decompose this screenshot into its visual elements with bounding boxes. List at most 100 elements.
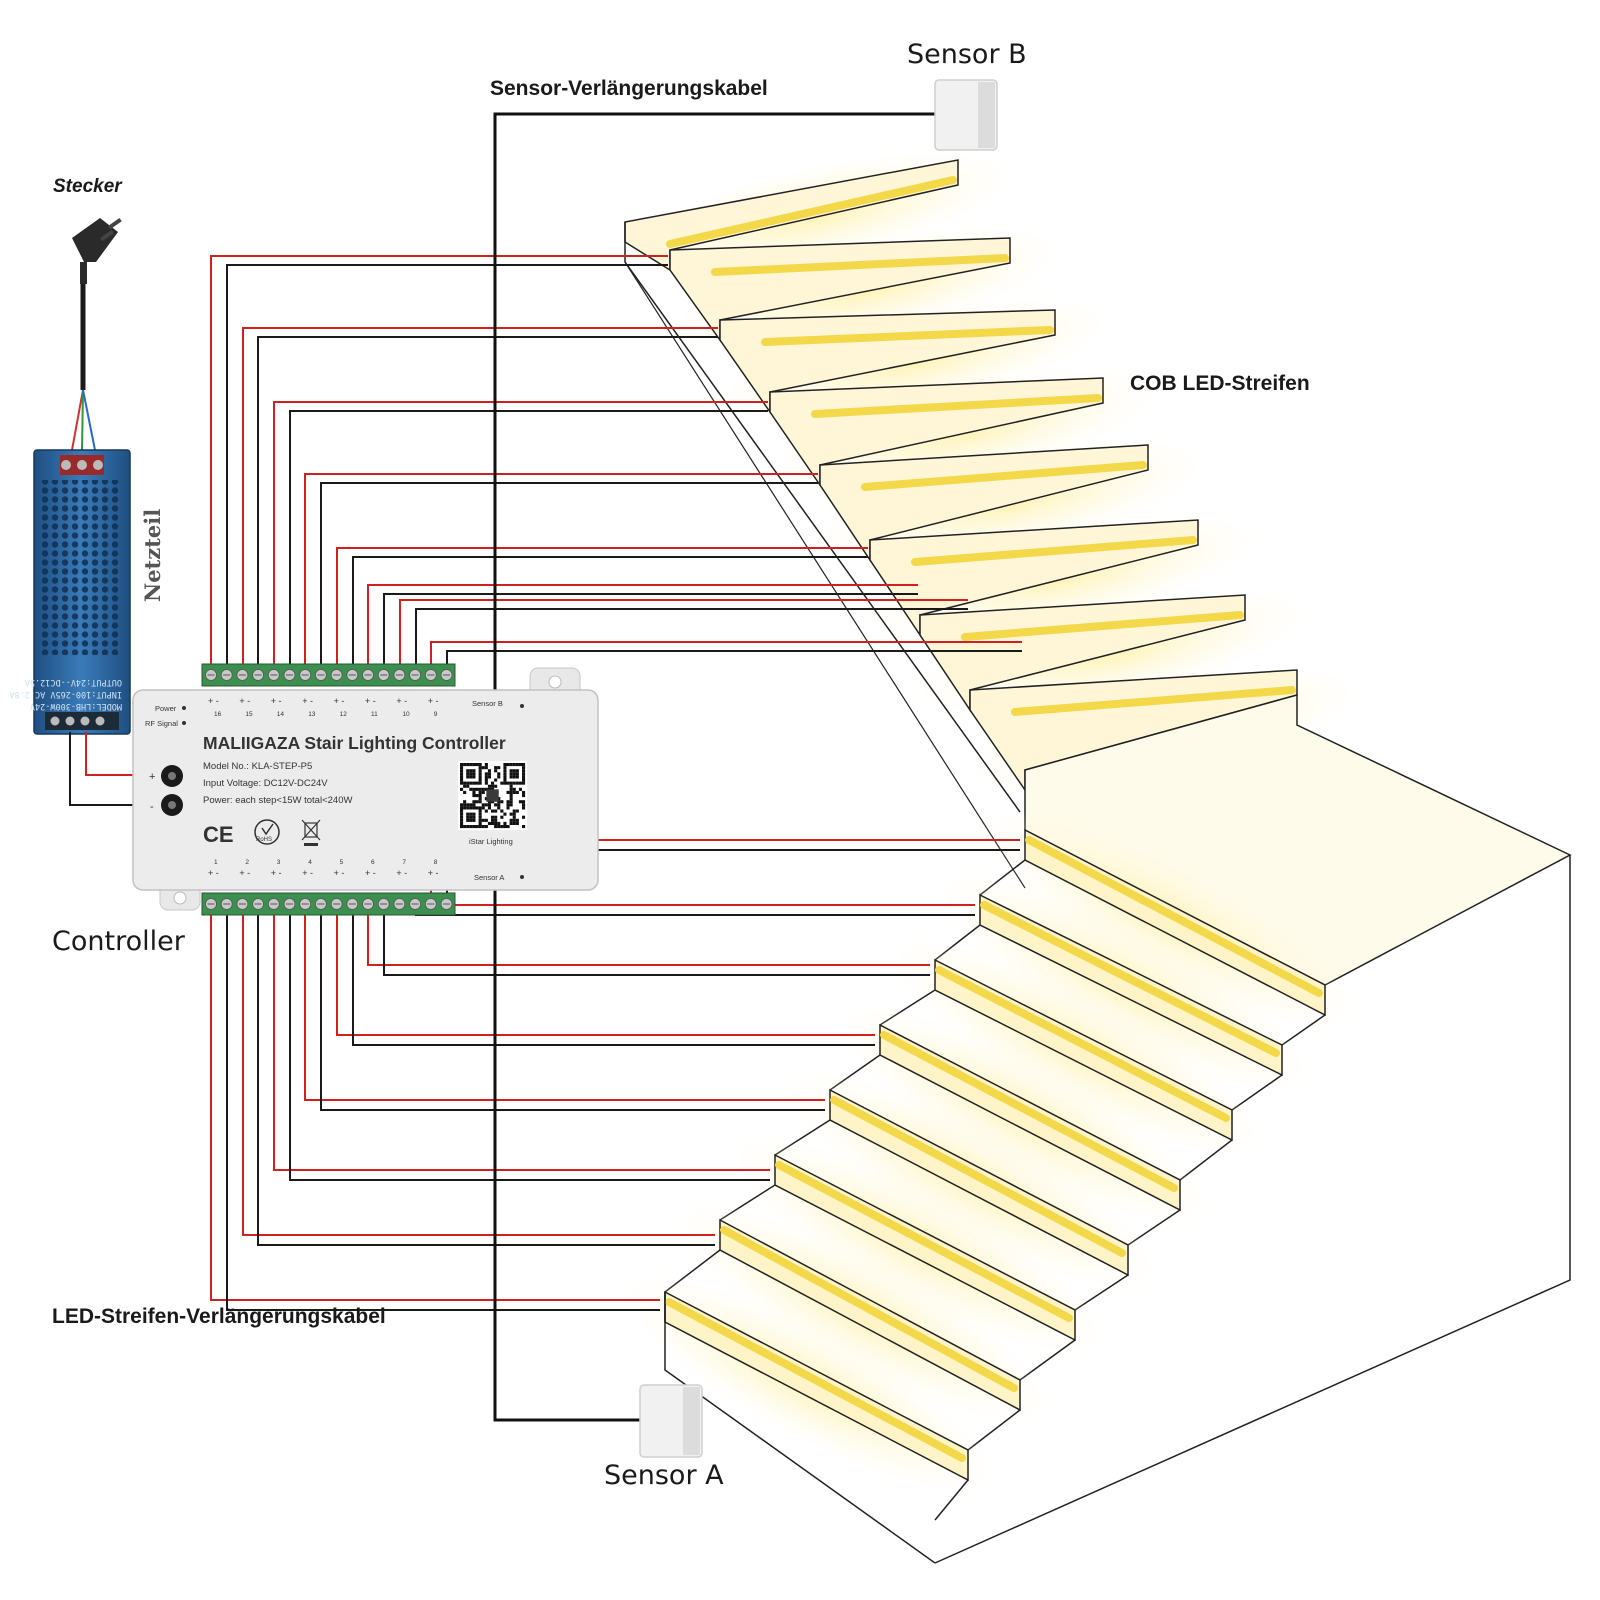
rohs-label: RoHS (256, 837, 272, 843)
bottom-channel-labels: + -1+ -2+ -3+ -4+ -5+ -6+ -7+ -8 (208, 859, 439, 878)
led-wire-red (399, 599, 968, 665)
led-wire-black (257, 336, 718, 665)
channel-number: 13 (308, 711, 316, 718)
channel-polarity: + - (271, 868, 282, 878)
led-wire-red (367, 584, 918, 665)
channel-number: 10 (402, 711, 410, 718)
sensor-a-label: Sensor A (604, 1460, 724, 1491)
channel-number: 5 (340, 859, 344, 866)
lower-step (622, 1274, 997, 1521)
terminal-block-top (201, 663, 456, 687)
rf-signal-label: RF Signal (145, 719, 178, 728)
led-wire-black (352, 556, 868, 665)
lower-step (774, 1070, 1160, 1311)
channel-number: 4 (308, 859, 312, 866)
channel-polarity: + - (396, 868, 407, 878)
led-wire-red (210, 910, 660, 1301)
weee-bin-icon (301, 819, 321, 846)
psu-model-text: MODEL:LHB-300W-24V (30, 701, 122, 711)
dc-plus-label: + (149, 771, 155, 783)
lower-step (719, 1135, 1106, 1381)
controller-device: Power RF Signal Sensor B Sensor A + -16+… (132, 663, 599, 916)
psu-input-text: INPUT:100-265V AC 2.8A (9, 689, 122, 699)
led-wire-black (415, 910, 975, 916)
channel-polarity: + - (208, 696, 219, 706)
channel-polarity: + - (428, 868, 439, 878)
sensor-b-port-label: Sensor B (472, 699, 503, 708)
ce-mark: CE (203, 822, 234, 847)
sensor-b-label: Sensor B (907, 39, 1027, 70)
led-wire-black (320, 910, 825, 1111)
led-extension-wires (210, 255, 1022, 1311)
channel-number: 1 (214, 859, 218, 866)
channel-number: 14 (277, 711, 285, 718)
led-wire-red (304, 473, 818, 665)
dc-minus-label: - (150, 801, 154, 813)
led-wire-red (336, 547, 868, 665)
stecker-label: Stecker (53, 176, 123, 197)
lower-step (879, 938, 1264, 1181)
led-wire-red (367, 910, 930, 966)
led-wire-black (383, 593, 918, 665)
sensor-cable-label: Sensor-Verlängerungskabel (490, 77, 768, 100)
channel-polarity: + - (239, 696, 250, 706)
led-wire-black (289, 910, 770, 1181)
sensor-b-device (934, 79, 998, 151)
led-wire-red (273, 910, 770, 1171)
controller-model: Model No.: KLA-STEP-P5 (203, 761, 312, 772)
led-wire-red (210, 255, 668, 665)
sensor-a-port-label: Sensor A (474, 873, 504, 882)
upper-step (913, 589, 1306, 715)
channel-number: 8 (434, 859, 438, 866)
led-wire-red (430, 641, 1022, 665)
led-cable-label: LED-Streifen-Verlängerungskabel (52, 1305, 386, 1328)
channel-polarity: + - (334, 696, 345, 706)
led-wire-black (257, 910, 715, 1246)
plug-icon (71, 217, 122, 451)
channel-polarity: + - (208, 868, 219, 878)
controller-input-voltage: Input Voltage: DC12V-DC24V (203, 778, 328, 789)
rohs-icon (254, 819, 280, 845)
led-wire-black (289, 410, 768, 665)
channel-number: 6 (371, 859, 375, 866)
led-wire-red (242, 910, 715, 1236)
channel-number: 7 (402, 859, 406, 866)
lower-step (664, 1203, 1051, 1451)
netzteil-label: Netzteil (140, 509, 165, 602)
led-wire-red (399, 904, 975, 910)
controller-label: Controller (52, 926, 186, 957)
channel-number: 16 (214, 711, 222, 718)
channel-polarity: + - (271, 696, 282, 706)
led-wire-red (273, 401, 768, 665)
channel-number: 11 (371, 711, 378, 718)
led-wire-red (242, 327, 718, 665)
channel-polarity: + - (365, 868, 376, 878)
led-wire-red (304, 910, 825, 1101)
channel-number: 9 (434, 711, 438, 718)
channel-polarity: + - (365, 696, 376, 706)
led-wire-black (415, 608, 968, 665)
controller-power-rating: Power: each step<15W total<240W (203, 795, 352, 806)
channel-polarity: + - (334, 868, 345, 878)
terminal-block-bottom (201, 892, 456, 916)
lower-step (829, 1005, 1211, 1246)
channel-polarity: + - (428, 696, 439, 706)
channel-polarity: + - (396, 696, 407, 706)
led-wire-black (320, 482, 818, 665)
lower-step (979, 810, 1356, 1046)
channel-number: 2 (245, 859, 249, 866)
led-wire-black (226, 910, 660, 1311)
channel-polarity: + - (302, 868, 313, 878)
controller-title: MALIIGAZA Stair Lighting Controller (203, 733, 506, 753)
power-supply: MODEL:LHB-300W-24V INPUT:100-265V AC 2.8… (9, 449, 131, 735)
channel-number: 3 (277, 859, 281, 866)
channel-number: 12 (340, 711, 348, 718)
power-led-label: Power (155, 704, 177, 713)
top-channel-labels: + -16+ -15+ -14+ -13+ -12+ -11+ -10+ -9 (208, 696, 439, 718)
qr-code-icon (458, 761, 528, 831)
led-wire-black (446, 650, 1022, 665)
led-wire-black (352, 910, 875, 1046)
led-wire-black (383, 910, 930, 976)
